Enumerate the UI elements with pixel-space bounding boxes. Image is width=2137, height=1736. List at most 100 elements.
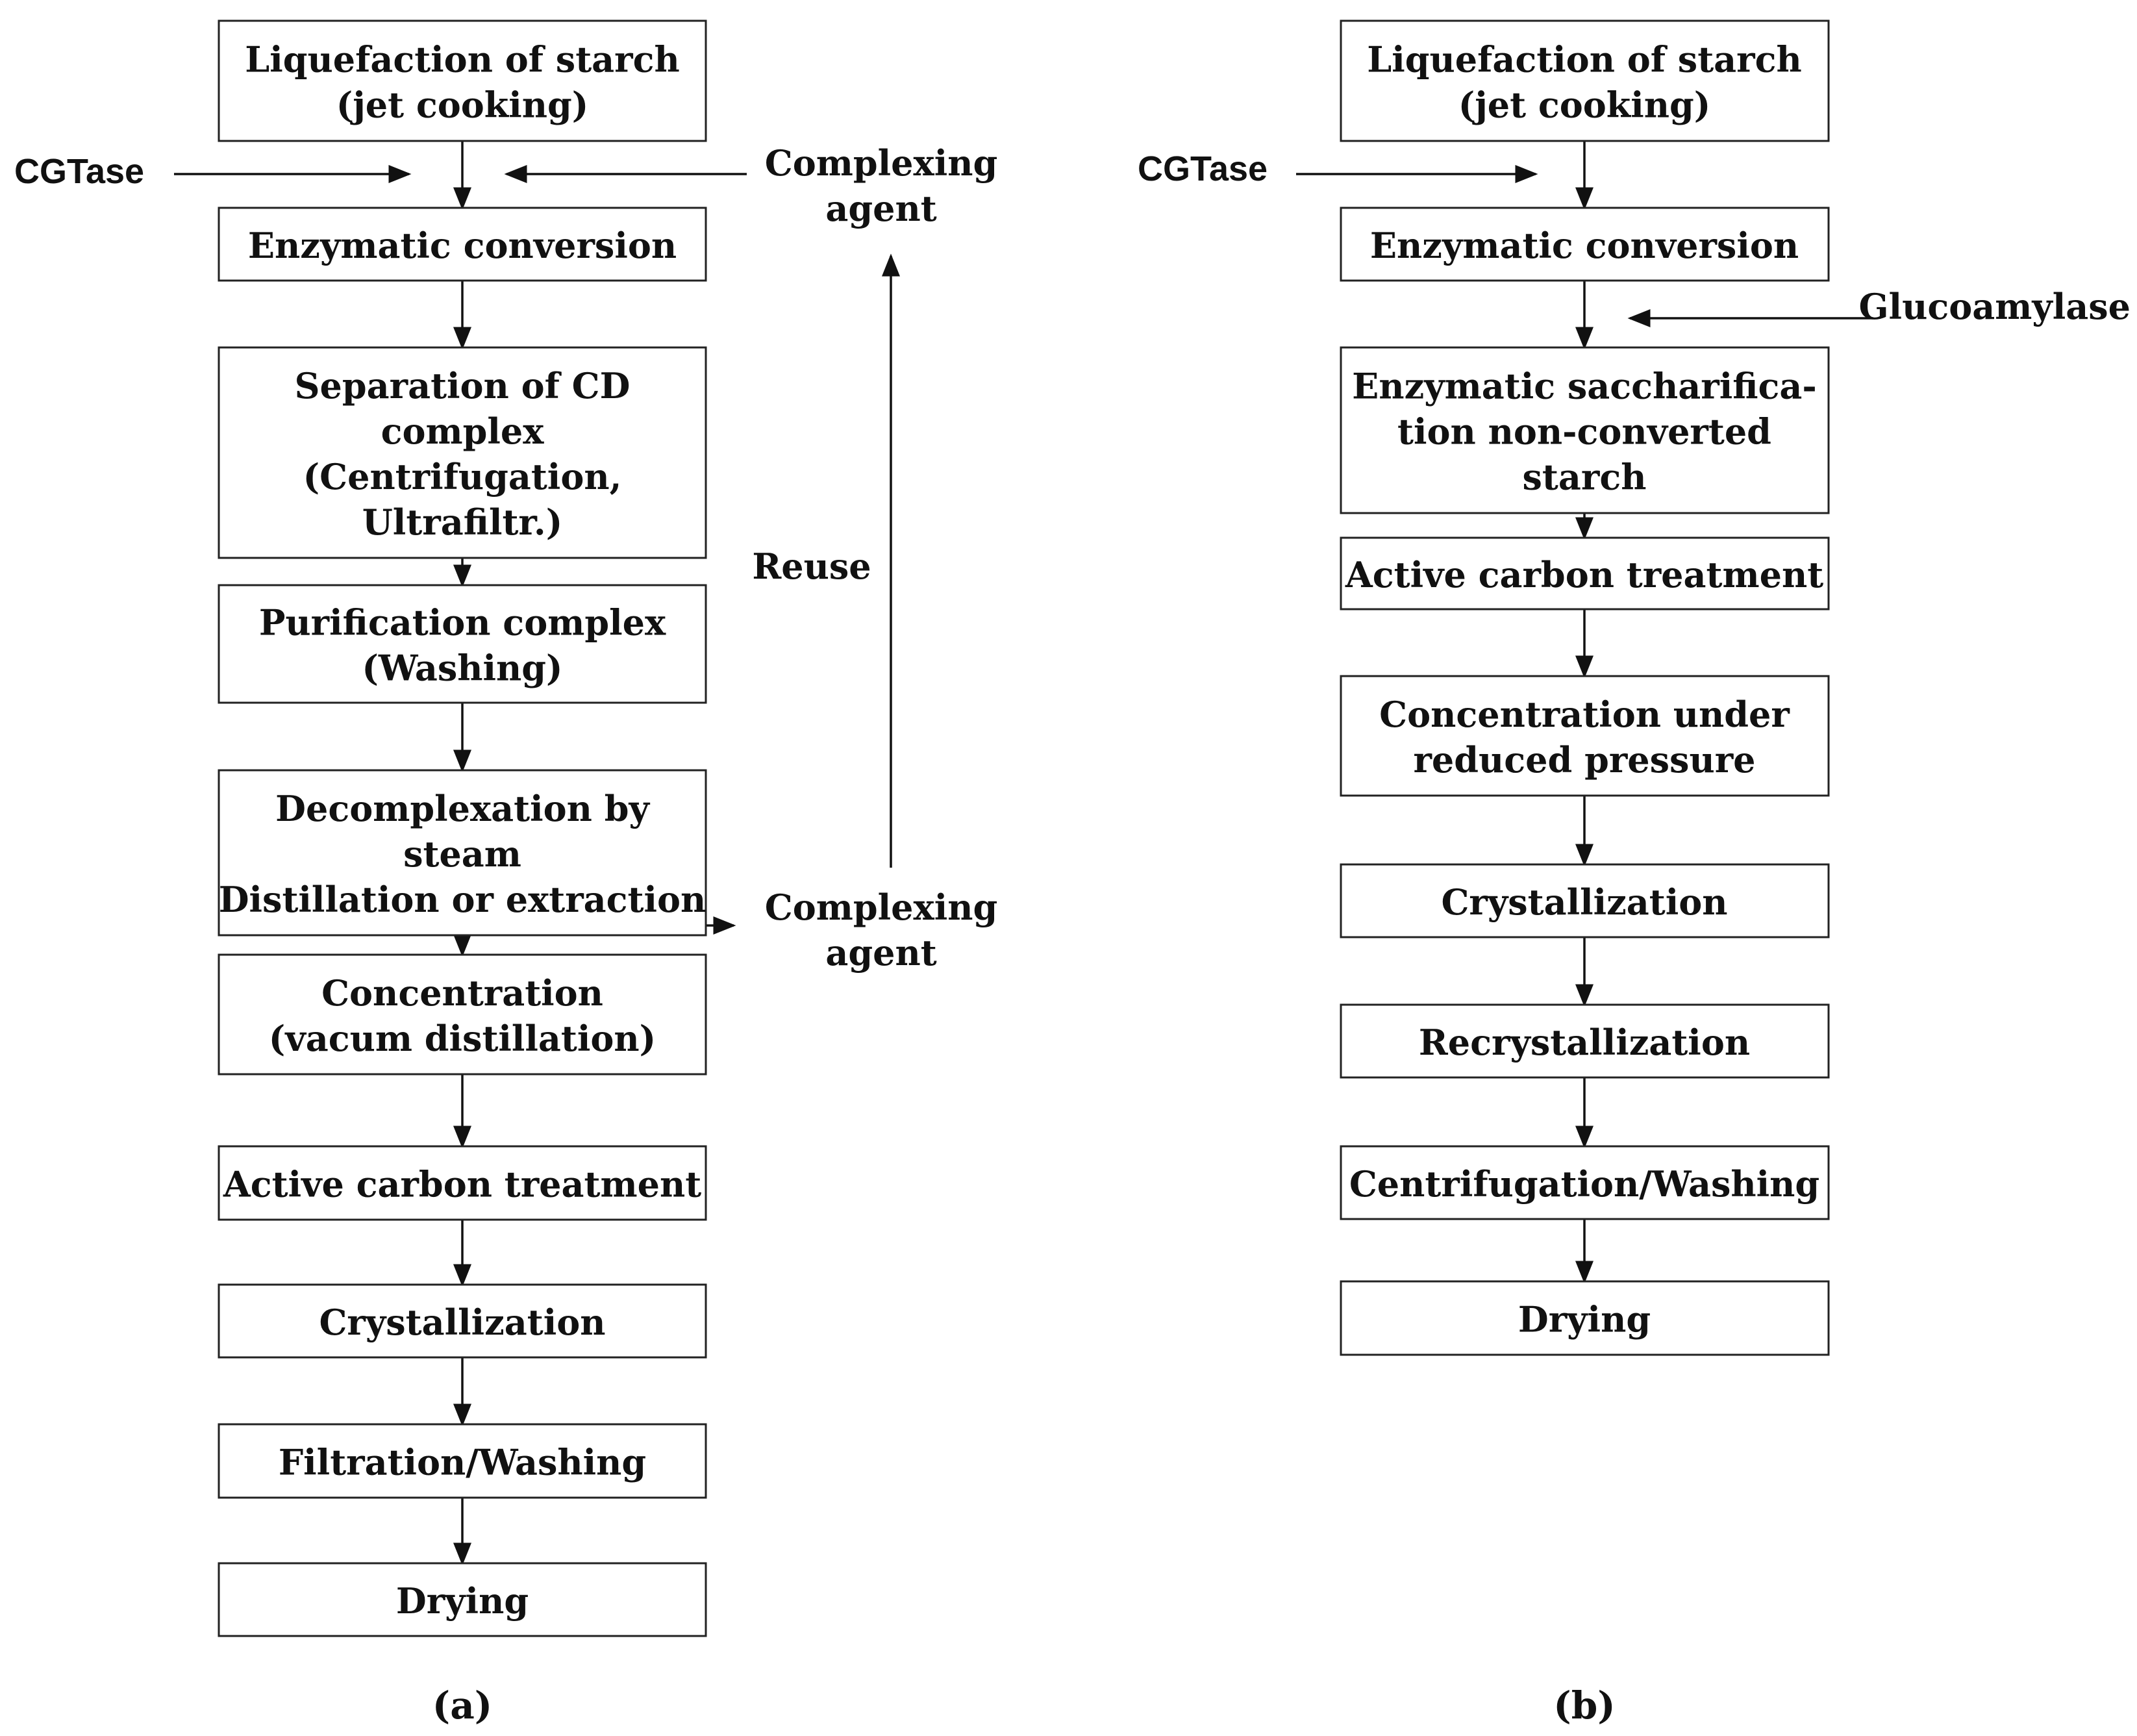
step-b-enzymatic-saccharifica: Enzymatic saccharifica-tion non-converte… xyxy=(1340,346,1830,514)
complexing-agent-in-label-line: Complexing xyxy=(765,142,998,184)
step-a-filtration-washing: Filtration/Washing xyxy=(218,1423,707,1499)
step-text-line: (Centrifugation, xyxy=(303,456,622,497)
step-text: Enzymatic saccharifica-tion non-converte… xyxy=(1352,366,1817,498)
step-box xyxy=(218,1145,707,1221)
step-box xyxy=(218,19,707,142)
step-text-line: Filtration/Washing xyxy=(279,1442,646,1483)
step-text-line: (vacum distillation) xyxy=(269,1018,656,1059)
step-b-centrifugation-washing: Centrifugation/Washing xyxy=(1340,1145,1830,1220)
step-text-line: Crystallization xyxy=(319,1302,605,1343)
steps-layer: Liquefaction of starch(jet cooking)Enzym… xyxy=(218,19,1830,1637)
step-text: Drying xyxy=(1518,1299,1651,1340)
step-box xyxy=(218,346,707,559)
step-text-line: Decomplexation by xyxy=(275,788,650,829)
step-text: Enzymatic conversion xyxy=(248,225,677,266)
reuse-label: Reuse xyxy=(752,546,871,587)
step-text: Crystallization xyxy=(1441,881,1727,923)
step-text: Active carbon treatment xyxy=(223,1164,701,1205)
step-text: Drying xyxy=(396,1580,529,1622)
step-b-enzymatic-conversion: Enzymatic conversion xyxy=(1340,207,1830,282)
step-text: Crystallization xyxy=(319,1302,605,1343)
step-text: Liquefaction of starch(jet cooking) xyxy=(1367,39,1801,126)
glucoamylase-label: Glucoamylase xyxy=(1858,286,2131,327)
step-b-liquefaction-of-starch: Liquefaction of starch(jet cooking) xyxy=(1340,19,1830,142)
step-text-line: Active carbon treatment xyxy=(1345,554,1823,596)
complexing-agent-out-label-line: agent xyxy=(825,932,936,974)
step-text-line: Separation of CD xyxy=(295,365,631,407)
step-box xyxy=(1340,1280,1830,1356)
step-text: Centrifugation/Washing xyxy=(1349,1163,1819,1205)
step-box xyxy=(218,953,707,1076)
panel-label-a: (a) xyxy=(432,1683,492,1728)
step-text-line: Centrifugation/Washing xyxy=(1349,1163,1819,1205)
step-box xyxy=(1340,1003,1830,1079)
step-text-line: Drying xyxy=(1518,1299,1651,1340)
step-box xyxy=(218,1562,707,1637)
step-a-concentration: Concentration(vacum distillation) xyxy=(218,953,707,1076)
step-text-line: (jet cooking) xyxy=(1458,84,1711,126)
complexing-agent-in-label-line: agent xyxy=(825,188,936,229)
step-text-line: tion non-converted xyxy=(1397,411,1771,453)
step-text-line: starch xyxy=(1523,457,1647,498)
step-text: Liquefaction of starch(jet cooking) xyxy=(245,39,679,126)
step-box xyxy=(1340,346,1830,514)
panel-label-b: (b) xyxy=(1553,1683,1615,1728)
step-a-liquefaction-of-starch: Liquefaction of starch(jet cooking) xyxy=(218,19,707,142)
step-box xyxy=(1340,675,1830,797)
cgtase-label-a: CGTase xyxy=(14,152,144,191)
complexing-agent-out-label-line: Complexing xyxy=(765,887,998,928)
step-box xyxy=(218,1283,707,1359)
step-text: Filtration/Washing xyxy=(279,1442,646,1483)
step-a-enzymatic-conversion: Enzymatic conversion xyxy=(218,207,707,282)
step-text-line: Liquefaction of starch xyxy=(245,39,679,81)
step-text-line: (jet cooking) xyxy=(336,84,589,126)
step-text-line: Crystallization xyxy=(1441,881,1727,923)
step-a-active-carbon-treatment: Active carbon treatment xyxy=(218,1145,707,1221)
step-text-line: Drying xyxy=(396,1580,529,1622)
step-text-line: Purification complex xyxy=(259,602,666,644)
step-text-line: Active carbon treatment xyxy=(223,1164,701,1205)
step-text-line: complex xyxy=(381,410,545,452)
step-box xyxy=(218,769,707,937)
step-text-line: Enzymatic conversion xyxy=(1370,225,1799,266)
step-box xyxy=(1340,863,1830,938)
step-text-line: (Washing) xyxy=(362,648,562,689)
step-box xyxy=(1340,19,1830,142)
step-box xyxy=(1340,1145,1830,1220)
step-text: Purification complex(Washing) xyxy=(259,602,666,689)
step-b-crystallization: Crystallization xyxy=(1340,863,1830,938)
step-box xyxy=(1340,207,1830,282)
step-text: Enzymatic conversion xyxy=(1370,225,1799,266)
step-text: Recrystallization xyxy=(1419,1022,1750,1063)
step-b-drying: Drying xyxy=(1340,1280,1830,1356)
step-box xyxy=(218,584,707,704)
step-text-line: Distillation or extraction xyxy=(219,879,706,920)
step-b-recrystallization: Recrystallization xyxy=(1340,1003,1830,1079)
step-box xyxy=(218,207,707,282)
step-text-line: Ultrafiltr.) xyxy=(362,501,563,543)
step-box xyxy=(1340,536,1830,610)
step-text: Concentration(vacum distillation) xyxy=(269,972,656,1059)
step-text-line: Liquefaction of starch xyxy=(1367,39,1801,81)
step-text-line: Recrystallization xyxy=(1419,1022,1750,1063)
step-text-line: Concentration xyxy=(321,972,603,1014)
step-a-drying: Drying xyxy=(218,1562,707,1637)
step-b-active-carbon-treatment: Active carbon treatment xyxy=(1340,536,1830,610)
step-a-crystallization: Crystallization xyxy=(218,1283,707,1359)
step-text: Active carbon treatment xyxy=(1345,554,1823,596)
step-text-line: Enzymatic saccharifica- xyxy=(1352,366,1817,407)
cgtase-label-b: CGTase xyxy=(1138,149,1268,188)
step-box xyxy=(218,1423,707,1499)
step-text-line: steam xyxy=(403,833,521,875)
